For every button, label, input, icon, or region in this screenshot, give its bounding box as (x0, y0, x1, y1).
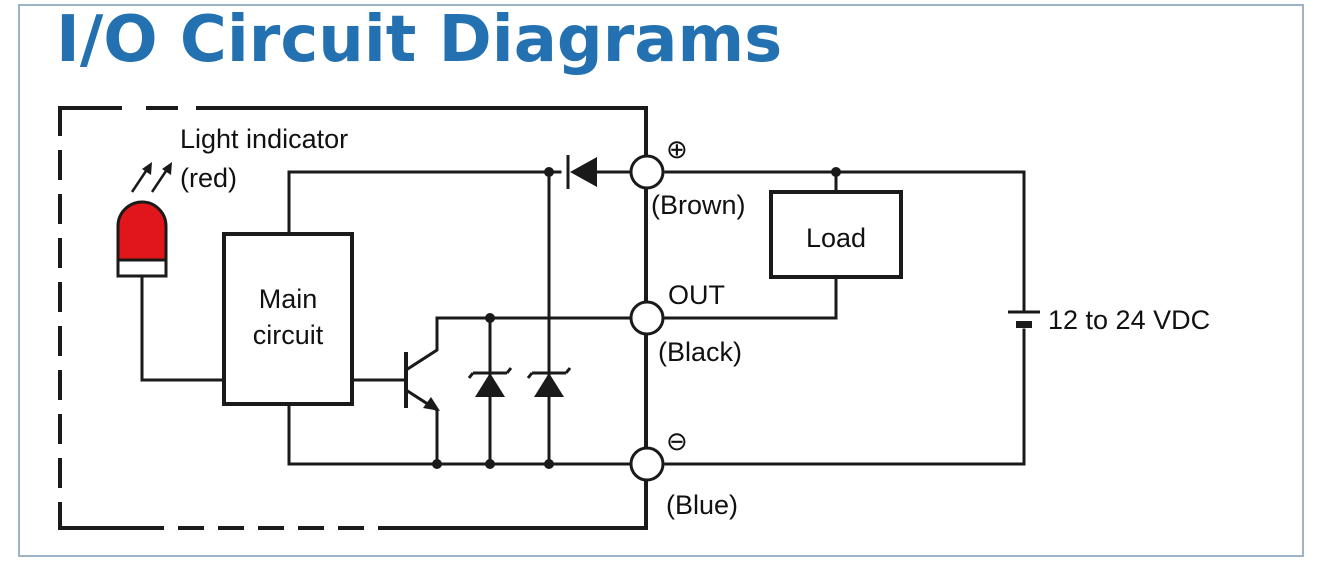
minus-symbol: ⊖ (666, 426, 688, 456)
black-wire-label: (Black) (658, 337, 742, 367)
terminal-blue (629, 446, 665, 482)
light-indicator-label: Light indicator (180, 124, 348, 154)
main-circuit-label-2: circuit (253, 320, 324, 350)
terminal-black (629, 300, 665, 336)
zener-diode-2 (534, 373, 564, 397)
blue-wire-label: (Blue) (666, 490, 738, 520)
plus-symbol: ⊕ (666, 134, 688, 164)
led-indicator (116, 200, 168, 278)
page-title: I/O Circuit Diagrams (56, 3, 783, 77)
wires (140, 170, 1026, 466)
terminal-brown (629, 154, 665, 190)
transistor-emitter-arrow (423, 397, 440, 411)
brown-wire-label: (Brown) (651, 190, 746, 220)
reverse-polarity-diode (570, 157, 597, 187)
dc-supply-symbol (1008, 310, 1040, 328)
zener-bar-2 (526, 367, 572, 379)
output-transistor (403, 316, 439, 466)
out-label: OUT (668, 280, 725, 310)
load-block (769, 190, 903, 279)
main-circuit-block (222, 232, 354, 406)
load-label: Load (806, 223, 866, 253)
junction-dots (432, 167, 841, 469)
main-circuit-label-1: Main (259, 284, 318, 314)
supply-voltage-label: 12 to 24 VDC (1048, 305, 1210, 335)
light-emission-arrows (130, 162, 172, 193)
zener-diode-1 (475, 373, 505, 397)
light-indicator-color-label: (red) (180, 163, 237, 193)
zener-bar-1 (467, 367, 513, 379)
